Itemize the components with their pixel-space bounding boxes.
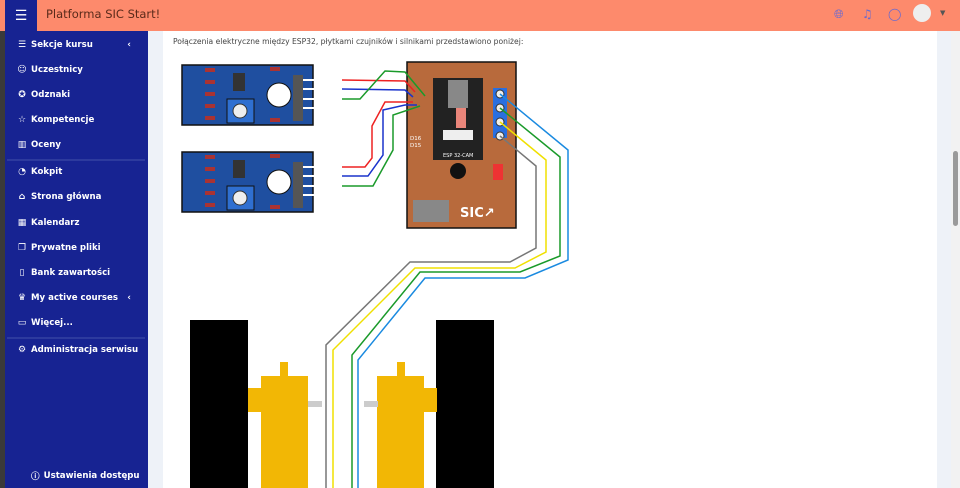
sidebar-item-uczestnicy[interactable]: ☺ Uczestnicy: [16, 65, 83, 75]
clipboard-icon: ▯: [19, 268, 25, 278]
site-title[interactable]: Platforma SIC Start!: [46, 7, 161, 21]
chevron-left-icon[interactable]: ‹: [127, 293, 131, 303]
info-icon: ⓘ: [31, 472, 40, 482]
home-icon: ⌂: [18, 192, 26, 202]
sidebar: ☰ Sekcje kursu ‹ ☺ Uczestnicy ✪ Odznaki ☆ Kom…: [5, 31, 148, 488]
motor-right: [364, 320, 494, 488]
page-scrollbar[interactable]: [951, 31, 960, 488]
window-edge: [0, 0, 5, 488]
intro-text: Połączenia elektryczne między ESP32, pły…: [173, 37, 524, 46]
sidebar-item-label: Odznaki: [31, 90, 71, 100]
files-icon: ❐: [17, 243, 27, 253]
sidebar-item-label: Kompetencje: [31, 115, 95, 125]
star-icon: ☆: [17, 115, 27, 125]
sidebar-item-label: Kokpit: [31, 167, 63, 177]
sic-logo: SIC↗: [460, 206, 495, 221]
sidebar-item-strona-glowna[interactable]: ⌂ Strona główna: [16, 192, 102, 202]
top-bar: ☰ Platforma SIC Start! 🌐︎ ♫ ◯ ▼: [0, 0, 960, 31]
sidebar-item-label: Sekcje kursu: [31, 40, 93, 50]
sidebar-item-kalendarz[interactable]: ▦ Kalendarz: [16, 218, 80, 228]
sidebar-item-my-active-courses[interactable]: ♛ My active courses ‹: [16, 293, 141, 303]
sidebar-item-label: Oceny: [31, 140, 61, 150]
pin-label-d15: D15: [410, 143, 422, 149]
sensor-wires: [341, 70, 426, 187]
board-label: ESP 32-CAM: [443, 153, 473, 159]
sidebar-item-odznaki[interactable]: ✪ Odznaki: [16, 90, 70, 100]
sensor-board-2: [181, 151, 342, 213]
footer-label: Ustawienia dostępu: [43, 471, 140, 481]
globe-icon[interactable]: 🌐︎: [834, 7, 844, 21]
gear-icon: ⚙: [17, 345, 27, 355]
list-icon: ☰: [17, 40, 27, 50]
motor-left: [190, 320, 322, 488]
gauge-icon: ◔: [18, 167, 26, 177]
users-icon: ☺: [17, 65, 27, 75]
menu-icon[interactable]: ☰: [5, 0, 37, 31]
sidebar-item-prywatne-pliki[interactable]: ❐ Prywatne pliki: [16, 243, 101, 253]
sidebar-item-sekcje-kursu[interactable]: ☰ Sekcje kursu ‹: [16, 40, 141, 50]
sidebar-item-kokpit[interactable]: ◔ Kokpit: [16, 167, 62, 177]
bell-icon[interactable]: ♫: [862, 7, 873, 21]
pin-label-d16: D16: [410, 136, 422, 142]
sidebar-item-label: My active courses: [31, 293, 118, 303]
avatar[interactable]: [913, 4, 931, 22]
folder-icon: ▭: [17, 318, 27, 328]
sidebar-item-label: Kalendarz: [31, 218, 80, 228]
esp32-cam-board: SIC↗ ESP 32-CAM D16 D15: [406, 61, 517, 229]
sidebar-item-label: Prywatne pliki: [31, 243, 101, 253]
divider: [7, 159, 145, 161]
divider: [7, 337, 145, 339]
graduation-cap-icon: ♛: [17, 293, 27, 303]
sidebar-item-wiecej[interactable]: ▭ Więcej...: [16, 318, 73, 328]
sidebar-item-label: Administracja serwisu: [31, 345, 139, 355]
scrollbar-thumb[interactable]: [953, 151, 958, 226]
sensor-board-1: [181, 64, 342, 126]
caret-down-icon[interactable]: ▼: [940, 9, 946, 17]
sidebar-item-label: Bank zawartości: [31, 268, 111, 278]
sidebar-item-bank-zawartosci[interactable]: ▯ Bank zawartości: [16, 268, 111, 278]
motor-wires: [325, 93, 569, 488]
sidebar-item-oceny[interactable]: ▥ Oceny: [16, 140, 61, 150]
sidebar-item-kompetencje[interactable]: ☆ Kompetencje: [16, 115, 94, 125]
sidebar-item-label: Strona główna: [31, 192, 102, 202]
sidebar-item-administracja-serwisu[interactable]: ⚙ Administracja serwisu: [16, 345, 138, 355]
sidebar-item-label: Uczestnicy: [31, 65, 83, 75]
book-icon: ▥: [17, 140, 27, 150]
badge-icon: ✪: [18, 90, 26, 100]
calendar-icon: ▦: [17, 218, 27, 228]
sidebar-item-label: Więcej...: [31, 318, 73, 328]
chevron-left-icon[interactable]: ‹: [127, 40, 131, 50]
chat-icon[interactable]: ◯: [888, 7, 902, 21]
